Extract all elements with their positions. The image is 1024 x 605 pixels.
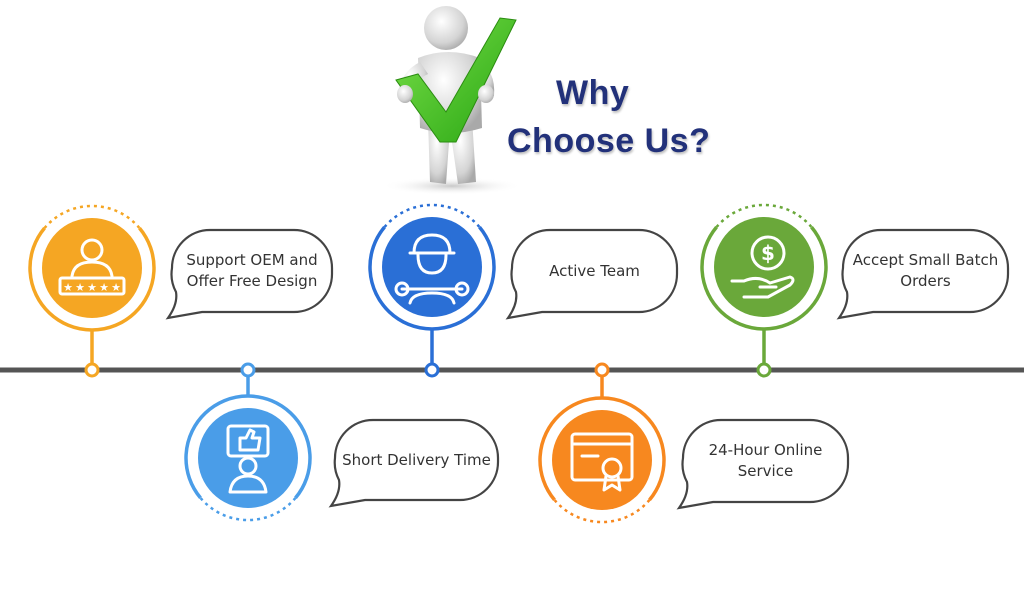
mascot-checkmark-figure bbox=[382, 6, 522, 195]
title-why: Why bbox=[556, 74, 630, 112]
timeline-dot bbox=[84, 362, 100, 378]
speech-bubble bbox=[836, 228, 1010, 320]
rated-user-icon: ★★★★★ bbox=[58, 238, 126, 296]
feature-circle bbox=[552, 410, 652, 510]
feature-label: Active Team bbox=[549, 261, 640, 280]
ring-solid-arc bbox=[538, 396, 666, 502]
feature-item bbox=[184, 362, 500, 522]
speech-bubble bbox=[505, 228, 679, 320]
timeline-dot bbox=[424, 362, 440, 378]
feature-circle bbox=[42, 218, 142, 318]
feature-item bbox=[368, 203, 679, 378]
timeline-dot bbox=[594, 362, 610, 378]
feature-item: ★★★★★ bbox=[28, 204, 334, 378]
speech-bubble bbox=[328, 418, 500, 508]
feature-item: $ bbox=[700, 203, 1010, 378]
feature-label: Short Delivery Time bbox=[342, 450, 491, 469]
svg-text:$: $ bbox=[761, 241, 775, 265]
title-choose-us: Choose Us? bbox=[507, 122, 711, 160]
svg-text:★: ★ bbox=[63, 281, 73, 294]
worker-wrench-icon bbox=[394, 233, 470, 305]
feature-item bbox=[538, 362, 850, 524]
thumbs-up-user-icon bbox=[226, 424, 270, 494]
svg-text:★: ★ bbox=[87, 281, 97, 294]
svg-text:★: ★ bbox=[99, 281, 109, 294]
timeline-dot bbox=[240, 362, 256, 378]
ring-solid-arc bbox=[368, 225, 496, 331]
speech-bubble bbox=[676, 418, 850, 510]
feature-label: Support OEM and Offer Free Design bbox=[186, 251, 318, 290]
dollar-hand-icon: $ bbox=[730, 235, 795, 299]
ring-solid-arc bbox=[184, 394, 312, 500]
certificate-window-icon bbox=[570, 432, 634, 492]
ring-solid-arc bbox=[700, 225, 828, 331]
timeline-dot bbox=[756, 362, 772, 378]
speech-bubble bbox=[165, 228, 334, 320]
svg-text:★: ★ bbox=[75, 281, 85, 294]
feature-circle bbox=[382, 217, 482, 317]
svg-text:★: ★ bbox=[111, 281, 121, 294]
ring-solid-arc bbox=[28, 226, 156, 332]
feature-label: 24-Hour Online Service bbox=[708, 441, 823, 480]
feature-label: Accept Small Batch Orders bbox=[852, 251, 999, 290]
